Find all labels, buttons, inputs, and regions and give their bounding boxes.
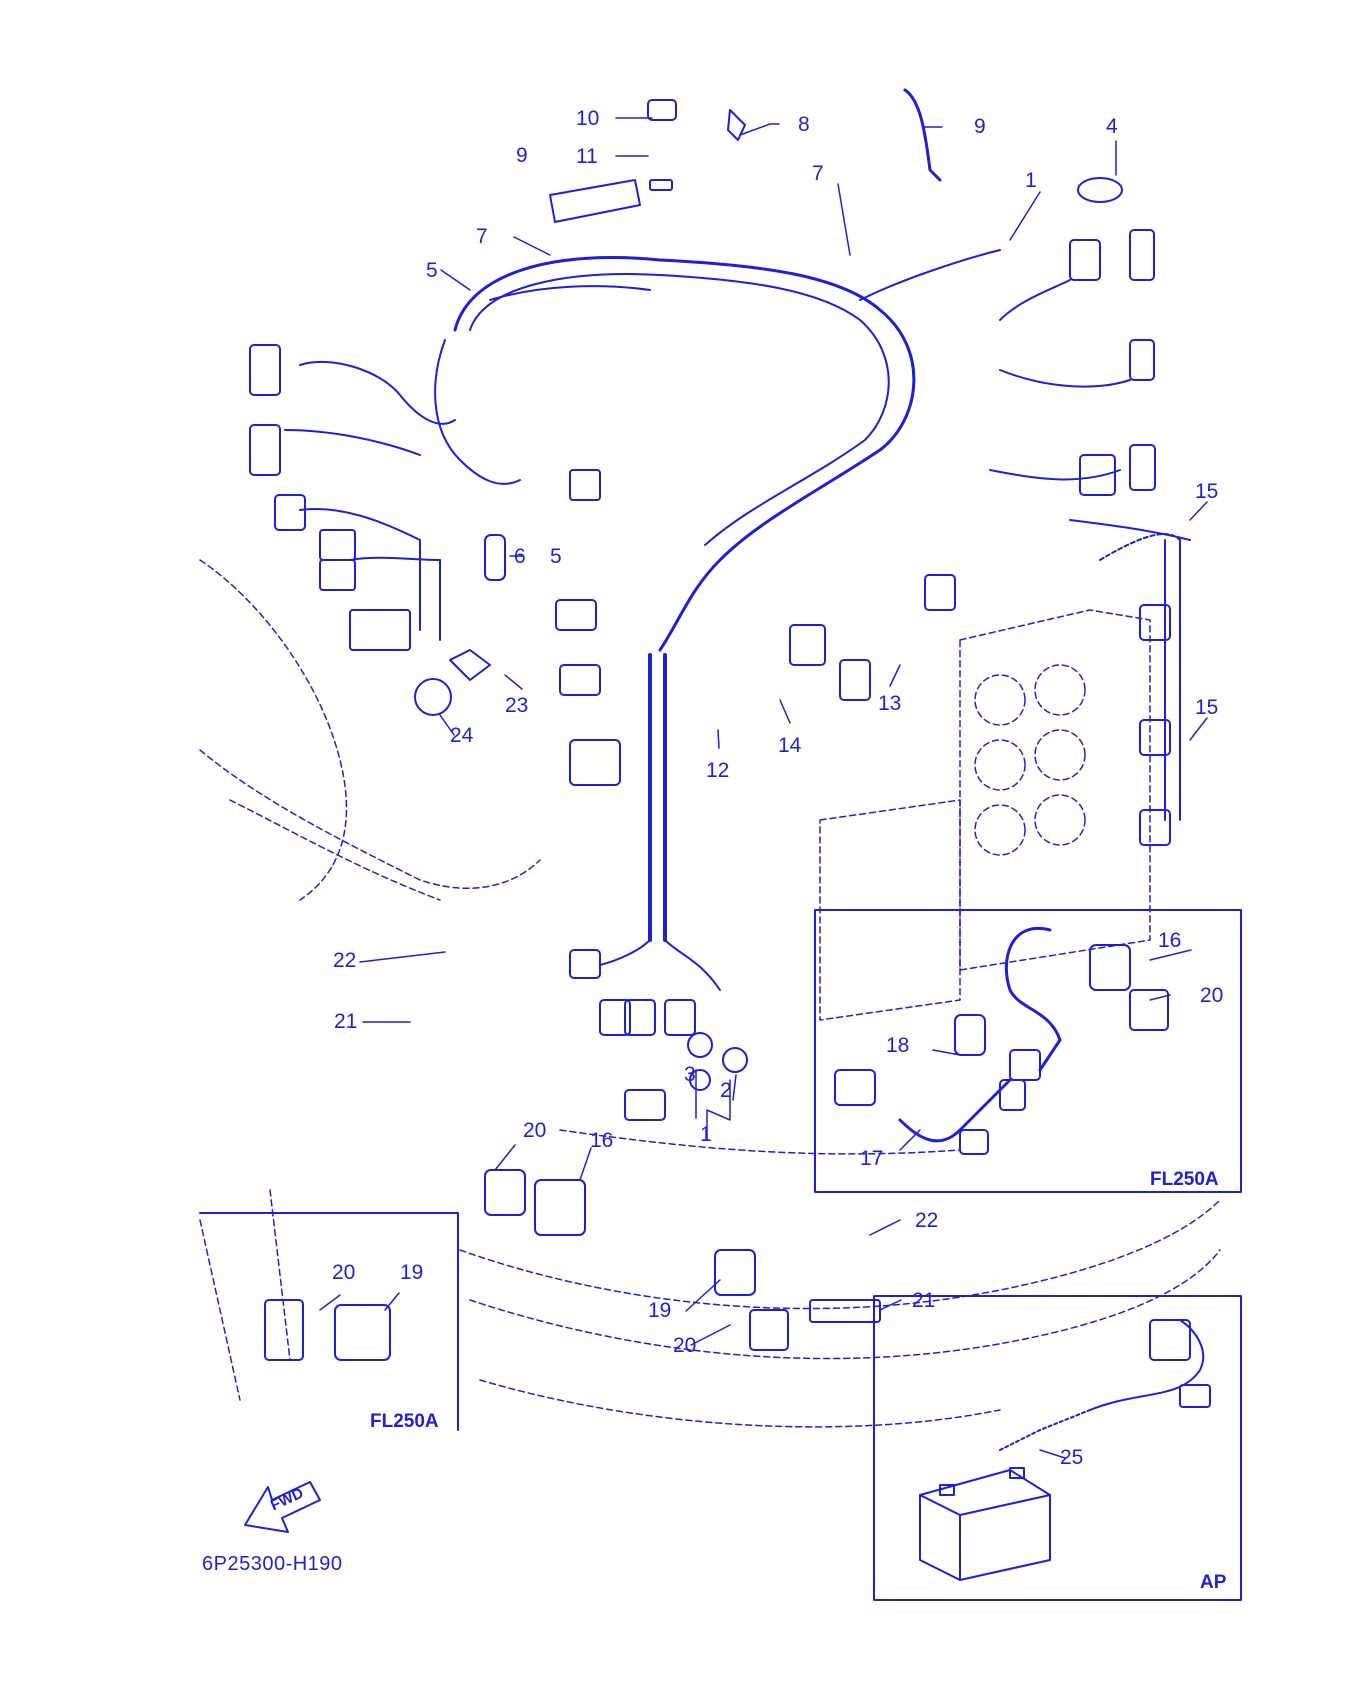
callout-c9b: 9 — [974, 115, 986, 138]
callout-c19a: 19 — [648, 1299, 672, 1322]
leader-lines — [319, 117, 1208, 1459]
callout-c21b: 21 — [912, 1289, 936, 1312]
callout-c12: 12 — [706, 759, 730, 782]
callout-c11: 11 — [576, 145, 598, 168]
callout-c7b: 7 — [812, 162, 824, 185]
inset-fl250a-left-tag: FL250A — [370, 1411, 439, 1432]
fwd-arrow-icon — [244, 1481, 321, 1533]
callout-c22b: 22 — [915, 1209, 939, 1232]
battery — [919, 1319, 1211, 1581]
callout-c10: 10 — [576, 107, 600, 130]
callout-c4: 4 — [1106, 115, 1118, 138]
callout-c15b: 15 — [1195, 696, 1219, 719]
drawing-code: 6P25300-H190 — [202, 1553, 343, 1575]
inset-ap-tag: AP — [1200, 1572, 1227, 1593]
callout-c20d: 20 — [332, 1261, 356, 1284]
connectors — [249, 88, 1171, 1361]
callout-c18: 18 — [886, 1034, 910, 1057]
callout-c15a: 15 — [1195, 480, 1219, 503]
inset-fl250a-right-frame — [814, 909, 1242, 1193]
callout-c20c: 20 — [673, 1334, 697, 1357]
callout-c17: 17 — [860, 1147, 884, 1170]
callout-c20a: 20 — [1200, 984, 1224, 1007]
callout-c21a: 21 — [334, 1010, 358, 1033]
callout-c2: 2 — [720, 1079, 732, 1102]
inset-right-parts — [834, 926, 1169, 1155]
callout-c1b: 1 — [700, 1123, 712, 1146]
callout-c20b: 20 — [523, 1119, 547, 1142]
engine-block — [199, 559, 1221, 1428]
callout-c5a: 5 — [426, 259, 438, 282]
callout-c16b: 16 — [590, 1129, 614, 1152]
callout-c25: 25 — [1060, 1446, 1084, 1469]
callout-c19b: 19 — [400, 1261, 424, 1284]
callout-c1a: 1 — [1025, 169, 1037, 192]
callout-c9a: 9 — [516, 144, 528, 167]
inset-fl250a-left-frame — [199, 1212, 459, 1431]
inset-ap-frame — [873, 1295, 1242, 1601]
callout-c22a: 22 — [333, 949, 357, 972]
callout-c16a: 16 — [1158, 929, 1182, 952]
callout-c23: 23 — [505, 694, 529, 717]
callout-c3: 3 — [684, 1063, 696, 1086]
callout-c7a: 7 — [476, 225, 488, 248]
callout-c13: 13 — [878, 692, 902, 715]
callout-c6: 6 — [514, 545, 526, 568]
callout-c24: 24 — [450, 724, 474, 747]
callout-c8: 8 — [798, 113, 810, 136]
callout-c14: 14 — [778, 734, 802, 757]
callout-c5b: 5 — [550, 545, 562, 568]
inset-fl250a-right-tag: FL250A — [1150, 1169, 1219, 1190]
main-harness — [284, 249, 1191, 991]
inset-frames — [199, 909, 1242, 1601]
